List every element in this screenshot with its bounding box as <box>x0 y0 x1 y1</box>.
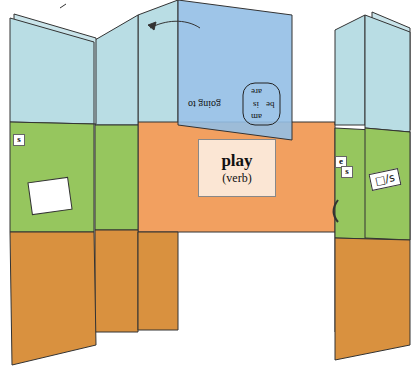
flap-text: is <box>253 99 259 109</box>
verb-bubble <box>243 83 280 125</box>
blank-box <box>28 177 72 214</box>
blue-flap <box>178 0 292 140</box>
word-box: play(verb) <box>198 139 276 197</box>
flap-text: going to <box>188 99 221 110</box>
fold-arrow <box>150 21 200 28</box>
flap-text: am <box>251 111 262 121</box>
back-panel <box>138 0 178 125</box>
word-class: (verb) <box>209 171 265 185</box>
orange-band <box>138 122 335 232</box>
panel-letter: s <box>13 134 25 146</box>
word-text: play <box>209 152 265 171</box>
suffix-text: □/s <box>373 172 395 189</box>
panel-letter: s <box>341 166 353 178</box>
flap-text: be <box>266 99 275 109</box>
flap-text: are <box>251 86 262 96</box>
